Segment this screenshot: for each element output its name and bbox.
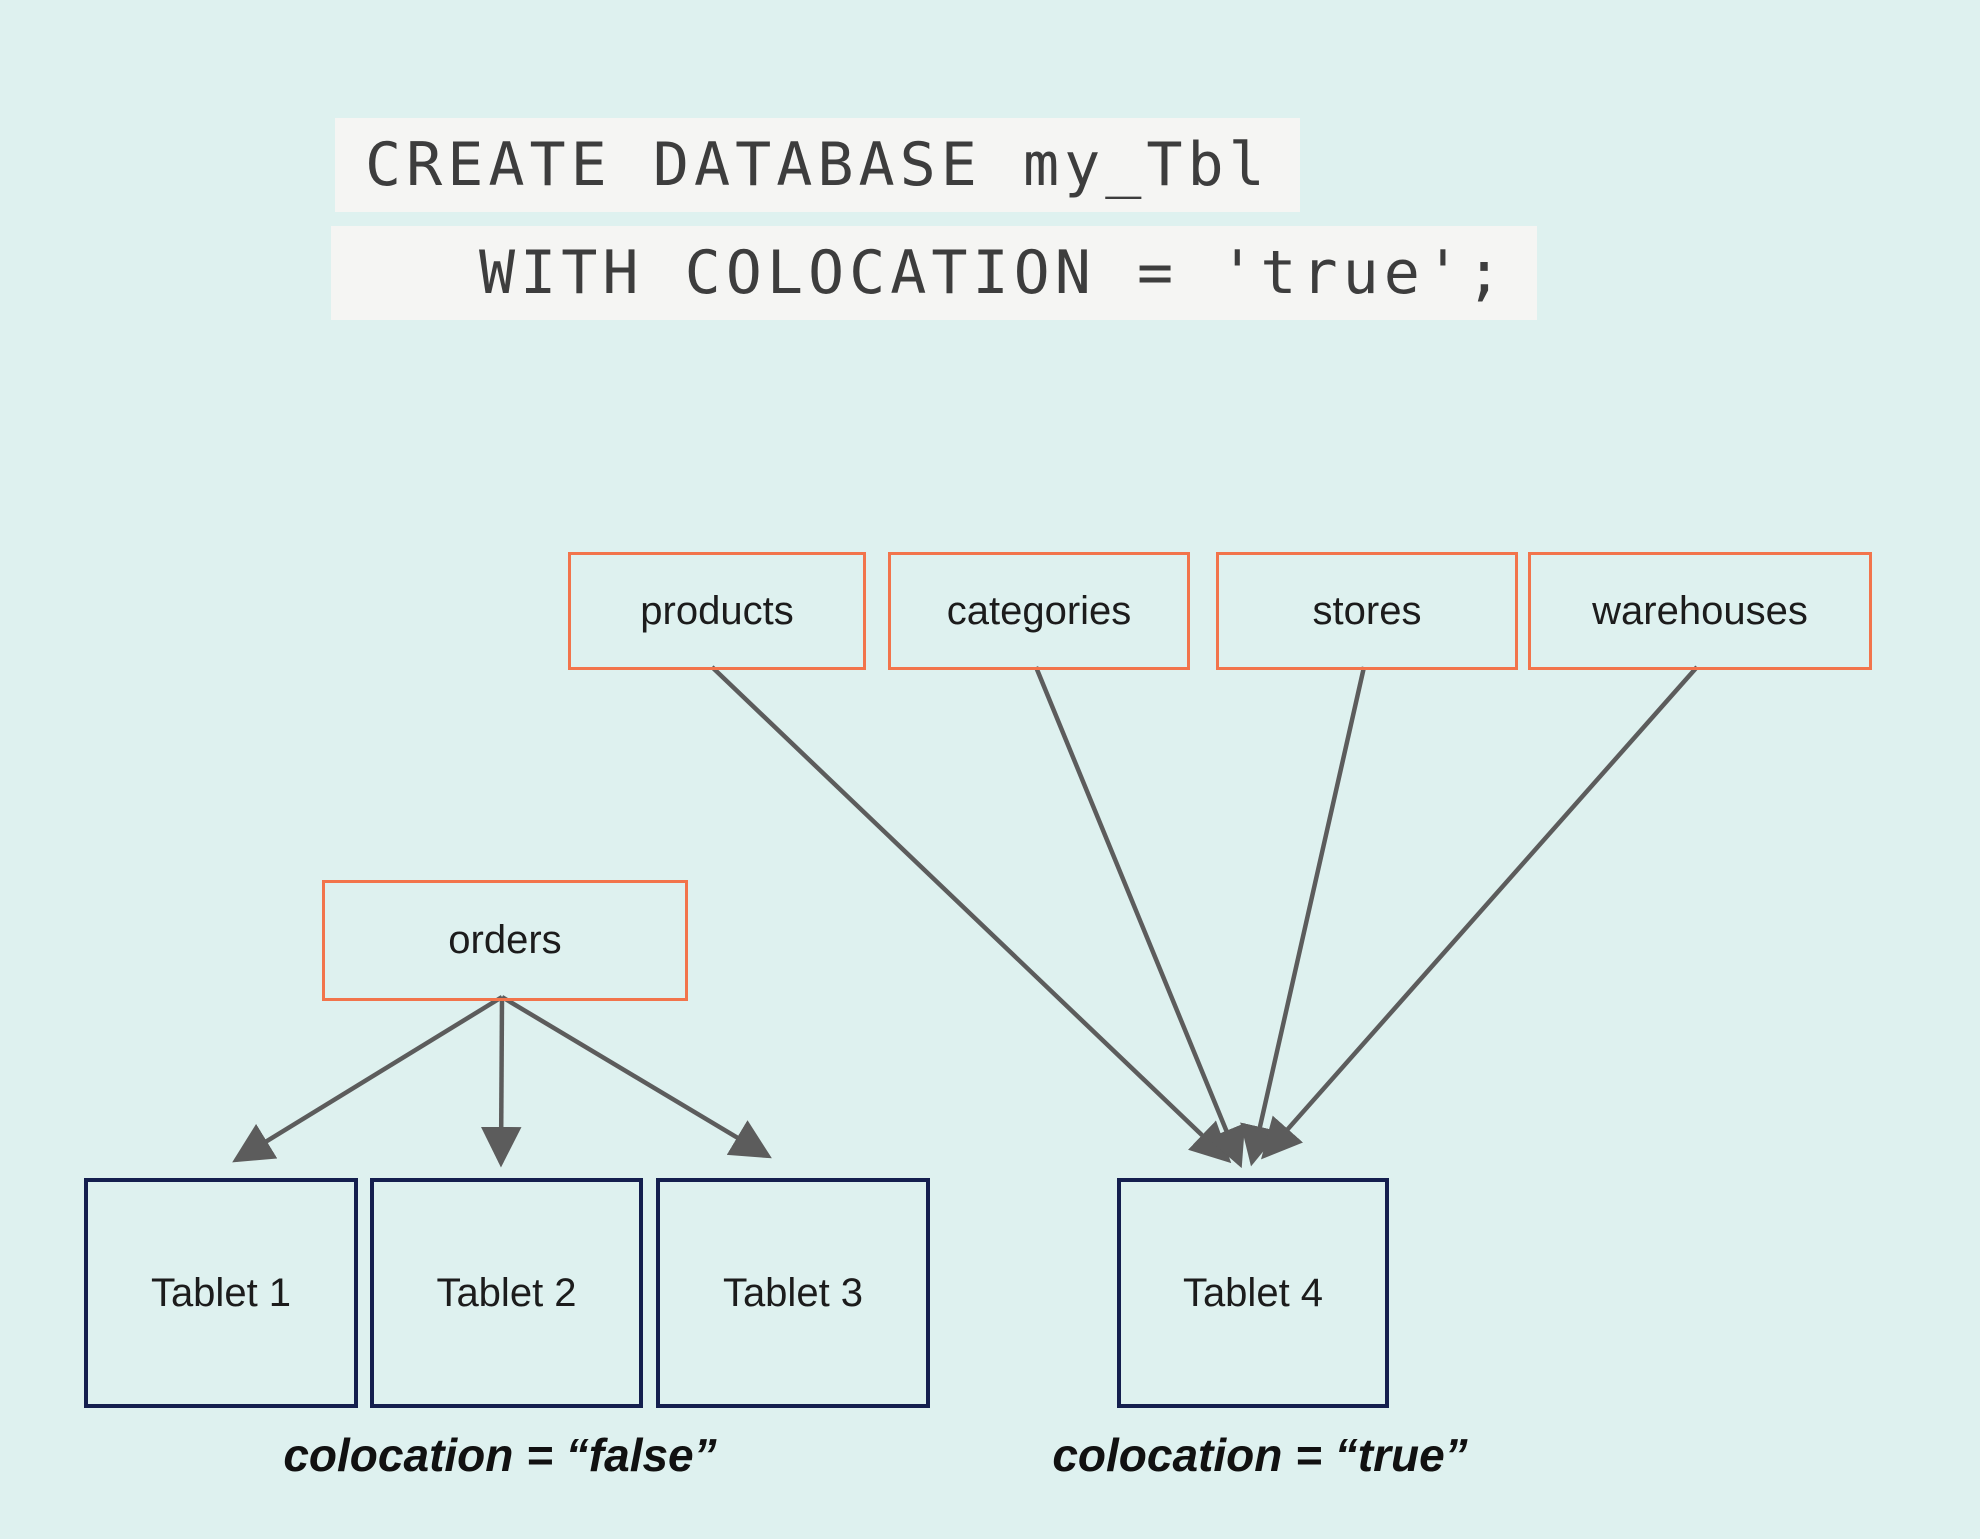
- table-box-products: products: [568, 552, 866, 670]
- table-label-products: products: [640, 588, 794, 633]
- table-box-stores: stores: [1216, 552, 1518, 670]
- table-label-categories: categories: [946, 588, 1132, 633]
- caption-colocation-true: colocation = “true”: [1052, 1429, 1468, 1481]
- arrow-categories-tablet4: [1033, 666, 1246, 1169]
- sql-code-line-2: WITH COLOCATION = 'true';: [331, 226, 1538, 320]
- tablet-label-2: Tablet 2: [436, 1270, 577, 1315]
- table-label-stores: stores: [1312, 588, 1422, 633]
- tablet-label-1: Tablet 1: [150, 1270, 292, 1315]
- table-label-warehouses: warehouses: [1592, 588, 1808, 633]
- arrow-warehouses-tablet4: [1261, 665, 1699, 1160]
- tablet-label-4: Tablet 4: [1182, 1270, 1324, 1315]
- arrow-orders-tablet1: [232, 995, 504, 1163]
- table-box-categories: categories: [888, 552, 1190, 670]
- arrow-products-tablet4: [710, 665, 1232, 1164]
- sql-code-line-1: CREATE DATABASE my_Tbl: [335, 118, 1300, 212]
- tablet-label-3: Tablet 3: [722, 1270, 864, 1315]
- arrow-orders-tablet3: [500, 995, 772, 1159]
- arrow-orders-tablet2: [480, 996, 522, 1168]
- tablet-box-2: Tablet 2: [370, 1178, 643, 1408]
- table-label-orders: orders: [448, 918, 562, 962]
- table-box-warehouses: warehouses: [1528, 552, 1872, 670]
- tablet-box-1: Tablet 1: [84, 1178, 358, 1408]
- tablet-box-4: Tablet 4: [1117, 1178, 1389, 1408]
- arrow-stores-tablet4: [1240, 666, 1367, 1167]
- tablet-box-3: Tablet 3: [656, 1178, 930, 1408]
- table-box-orders: orders: [322, 880, 688, 1001]
- caption-colocation-false: colocation = “false”: [283, 1429, 717, 1481]
